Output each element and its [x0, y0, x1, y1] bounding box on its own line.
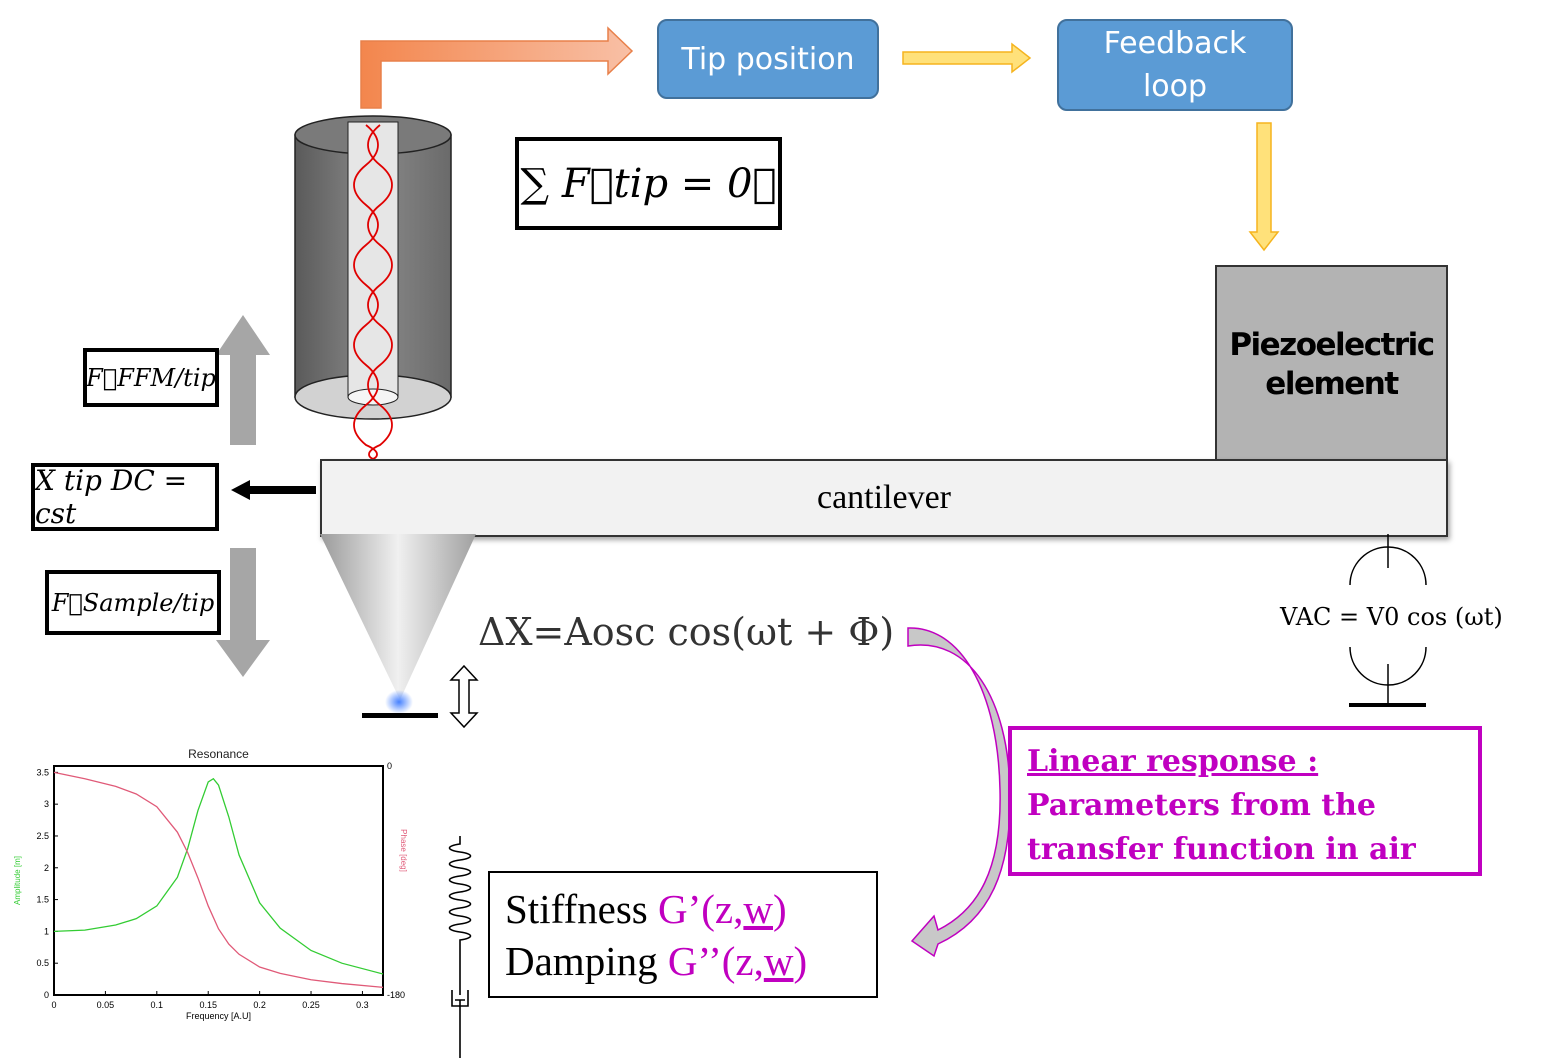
y-tick-label: 1	[44, 926, 49, 936]
x-axis-label: Frequency [A.U]	[186, 1011, 251, 1021]
tip-position-label: Tip position	[681, 41, 855, 77]
yellow-arrow-down	[1248, 122, 1280, 252]
y2-tick-label: -180	[387, 990, 405, 1000]
piezo-label-2: element	[1265, 366, 1399, 402]
fiber-wave-2	[367, 124, 393, 461]
linear-response-line-3: transfer function in air	[1027, 832, 1416, 867]
resonance-chart: Resonance 0 0.05 0.1 0.15 0.2 0.25 0.3 0 0.5 1 1.5 2…	[13, 747, 408, 1021]
linear-response-box: Linear response : Parameters from the tr…	[1008, 726, 1482, 876]
y-tick-label: 0.5	[36, 958, 49, 968]
y2-axis-label: Phase [deg]	[399, 829, 408, 872]
x-tick-label: 0.1	[151, 1000, 164, 1010]
damping-w: w	[763, 938, 794, 984]
spring-icon	[448, 836, 472, 995]
x-tick-label: 0.15	[199, 1000, 217, 1010]
v-ac-equation: VAC = V0 cos (ωt)	[1280, 603, 1503, 631]
x-tick-label: 0.2	[253, 1000, 266, 1010]
stiffness-w: w	[743, 886, 773, 932]
y-tick-label: 3	[44, 799, 49, 809]
tip-position-box: Tip position	[657, 19, 879, 99]
feedback-loop-label-2: loop	[1142, 69, 1208, 104]
stiffness-value: G’(z,	[658, 886, 744, 932]
fiber-wave-1	[353, 124, 379, 461]
down-force-arrow	[216, 548, 270, 677]
x-tick-label: 0.05	[97, 1000, 115, 1010]
stiffness-row: Stiffness G’(z,w)	[505, 883, 876, 935]
y-tick-label: 2.5	[36, 831, 49, 841]
optical-fiber-cylinder	[294, 115, 452, 461]
stiffness-label: Stiffness	[505, 886, 659, 932]
f-ffm-text: F⃗FFM/tip	[86, 363, 216, 392]
phase-line	[53, 771, 384, 989]
amplitude-line	[53, 777, 384, 975]
orange-arrow	[360, 26, 634, 109]
up-force-arrow	[216, 315, 270, 445]
feedback-loop-label-1: Feedback	[1103, 26, 1247, 61]
y-tick-label: 1.5	[36, 895, 49, 905]
tip-glow	[385, 690, 413, 714]
damping-close: )	[793, 938, 808, 984]
damping-row: Damping G’’(z,w)	[505, 935, 876, 987]
stiffness-close: )	[773, 886, 787, 932]
stiffness-damping-box: Stiffness G’(z,w) Damping G’’(z,w)	[488, 871, 878, 998]
f-ffm-equation: F⃗FFM/tip	[83, 348, 219, 407]
cantilever: cantilever	[320, 459, 1448, 537]
x-tick-label: 0.25	[302, 1000, 320, 1010]
piezoelectric-element: Piezoelectric element	[1215, 265, 1448, 465]
damping-label: Damping	[505, 938, 668, 984]
yellow-arrow-right	[902, 42, 1032, 74]
left-black-arrow	[231, 480, 316, 500]
linear-response-line-2: Parameters from the	[1027, 788, 1377, 823]
afm-tip-cone	[320, 534, 476, 700]
f-sample-equation: F⃗Sample/tip	[45, 570, 221, 635]
sample-surface	[362, 713, 438, 718]
plot-frame	[53, 765, 384, 996]
damping-value: G’’(z,	[667, 938, 764, 984]
y-axis-label: Amplitude [m]	[13, 856, 22, 905]
chart-title: Resonance	[188, 747, 249, 761]
x-tick-label: 0	[51, 1000, 56, 1010]
damper-icon	[451, 990, 469, 1058]
sum-forces-text: ∑ F⃗tip = 0⃗	[520, 160, 777, 207]
feedback-loop-box: Feedback loop	[1057, 19, 1293, 111]
x-tick-label: 0.3	[356, 1000, 369, 1010]
delta-x-equation: ΔX=Aosc cos(ωt + Φ)	[478, 610, 895, 654]
f-sample-text: F⃗Sample/tip	[51, 588, 215, 617]
y-tick-label: 2	[44, 863, 49, 873]
x-dc-text: X tip DC = cst	[35, 464, 188, 530]
curved-arrow	[907, 627, 1011, 958]
y-tick-label: 3.5	[36, 767, 49, 777]
cantilever-label: cantilever	[816, 479, 952, 516]
ground-symbol	[1349, 703, 1426, 707]
linear-response-title: Linear response :	[1027, 744, 1319, 779]
y2-tick-label: 0	[387, 761, 392, 771]
oscillation-double-arrow	[449, 664, 479, 729]
piezo-label-1: Piezoelectric	[1229, 327, 1435, 363]
x-dc-equation: X tip DC = cst	[31, 463, 219, 531]
y-tick-label: 0	[44, 990, 49, 1000]
sum-forces-equation: ∑ F⃗tip = 0⃗	[515, 137, 782, 230]
